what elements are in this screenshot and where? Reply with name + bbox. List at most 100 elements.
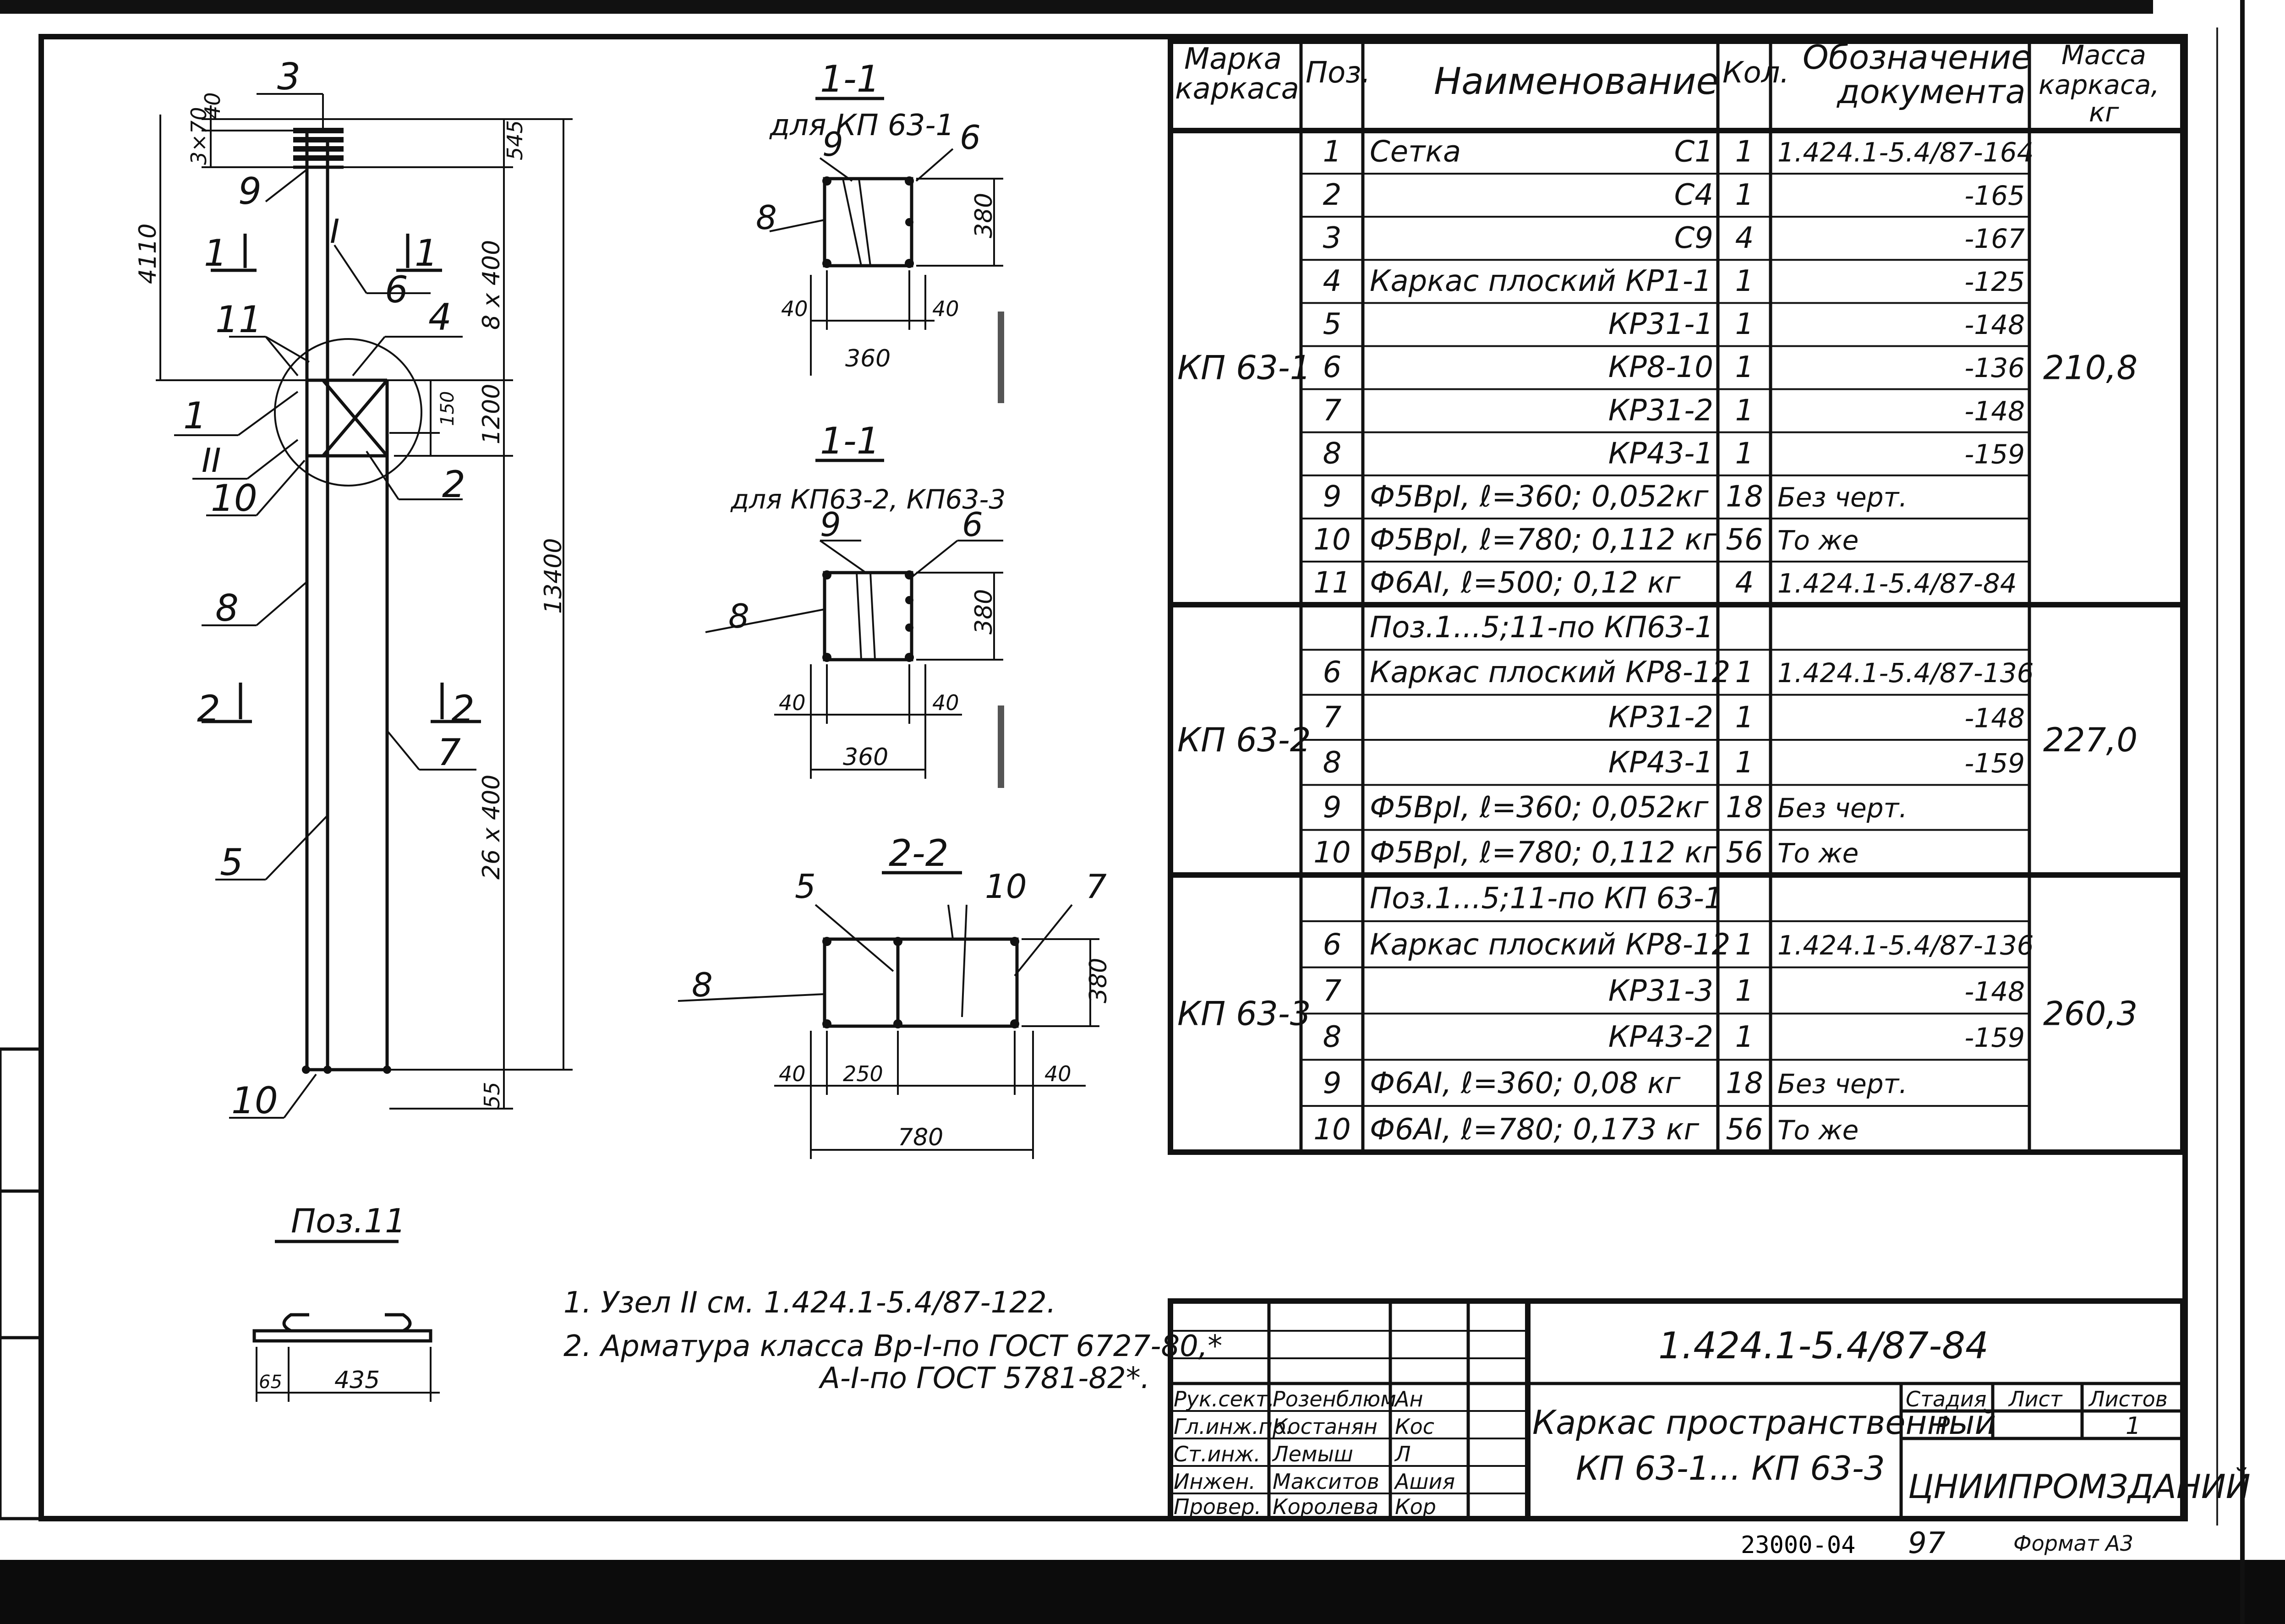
org-name: ЦНИИПРОМЗДАНИЙ: [1908, 1467, 2251, 1506]
sec2-right-label: 2: [451, 688, 475, 730]
spec-row-qty: 1: [1735, 1020, 1754, 1054]
hdr-mass-1: Масса: [2061, 39, 2146, 71]
spec-row-qty: 18: [1726, 791, 1763, 825]
spec-row-mark: КР31-3: [1608, 974, 1713, 1008]
spec-row-pos: 7: [1323, 700, 1342, 734]
dim-40: 40: [200, 92, 225, 119]
dim-13400: 13400: [540, 538, 567, 614]
spec-row-qty: 1: [1735, 437, 1754, 470]
staff-role: Ст.инж.: [1174, 1442, 1261, 1466]
spec-group-mass: 210,8: [2043, 349, 2137, 387]
spec-row-doc: То же: [1777, 525, 1859, 556]
spec-row-qty: 1: [1735, 746, 1754, 780]
pos4-label: 4: [428, 296, 452, 339]
elevation-view: 3 9 I 1 1 6 4 11 1 II 2 10 8 2 2 7 5 10 …: [134, 55, 573, 1122]
section-a-dim-w: 360: [845, 345, 891, 372]
section-b-dim-w: 360: [843, 744, 888, 771]
spec-row-doc: Без черт.: [1777, 793, 1908, 824]
spec-row-name: Ф5ВрI, ℓ=780; 0,112 кг: [1370, 523, 1718, 557]
pos8-label: 8: [215, 587, 239, 629]
spec-row-doc: -136: [1964, 352, 2025, 383]
spec-row-qty: 18: [1726, 1066, 1763, 1100]
spec-row-name: Каркас плоский КР1-1: [1370, 264, 1712, 298]
node-I-label: I: [330, 212, 339, 251]
title-line-2: КП 63-1... КП 63-3: [1576, 1449, 1885, 1487]
section-c-title: 2-2: [889, 832, 949, 875]
pos1-label: 1: [183, 394, 207, 437]
staff-signature: Кос: [1395, 1414, 1434, 1439]
pos2-label: 2: [442, 463, 465, 506]
spec-row-doc: -159: [1964, 438, 2025, 470]
inventory-number: 23000-04: [1741, 1531, 1855, 1559]
spec-table: Марка каркаса Поз. Наименование Кол. Обо…: [1168, 38, 2186, 1155]
dim-545: 545: [503, 120, 527, 160]
hdr-mass-3: кг: [2089, 97, 2119, 128]
pos10-top-label: 10: [211, 477, 257, 519]
staff-signature: Ан: [1394, 1387, 1423, 1411]
spec-row-qty: 4: [1735, 566, 1754, 600]
spec-row-mark: КР31-2: [1608, 700, 1713, 734]
dim-8x400: 8 x 400: [478, 240, 505, 330]
spec-row-mark: КР31-2: [1608, 394, 1713, 427]
pos11-dim-a: 65: [259, 1372, 282, 1393]
top-meshes: [293, 128, 344, 169]
section-a-label-6: 6: [960, 118, 981, 157]
section-b-label-9: 9: [820, 505, 841, 544]
hdr-doc-2: документа: [1836, 72, 2026, 111]
sec2-left-label: 2: [197, 688, 220, 730]
pos11-label: 11: [215, 298, 262, 341]
spec-row-pos: 9: [1323, 791, 1342, 825]
spec-row-qty: 1: [1735, 307, 1754, 341]
spec-row-mark: С4: [1674, 178, 1713, 212]
spec-row-pos: 7: [1323, 394, 1342, 427]
spec-row-pos: 8: [1323, 437, 1342, 470]
section-b-dim-l40: 40: [779, 690, 806, 715]
section-b-dim-r40: 40: [932, 690, 959, 715]
dim-150: 150: [437, 391, 458, 426]
section-a-subtitle: для КП 63-1: [769, 109, 954, 142]
doc-code: 1.424.1-5.4/87-84: [1658, 1324, 1989, 1367]
spec-row-doc: Без черт.: [1777, 481, 1908, 513]
note-1: 1. Узел II см. 1.424.1-5.4/87-122.: [563, 1286, 1056, 1320]
spec-row-qty: 1: [1735, 928, 1754, 962]
spec-group-marka: КП 63-3: [1177, 995, 1311, 1033]
section-c-label-8: 8: [692, 966, 713, 1004]
pos11-dim-b: 435: [334, 1367, 380, 1394]
scan-bottom-band: [0, 1560, 2285, 1624]
spec-row-doc: 1.424.1-5.4/87-136: [1777, 657, 2034, 689]
sheets-value: 1: [2126, 1412, 2141, 1440]
staff-name: Королева: [1273, 1494, 1378, 1519]
section-a-title: 1-1: [820, 58, 880, 100]
scan-top-band: [0, 0, 2153, 14]
spec-row-pos: 9: [1323, 480, 1342, 514]
spec-row-doc: -159: [1964, 748, 2025, 779]
spec-row-pos: 8: [1323, 1020, 1342, 1054]
spec-row-pos: 3: [1323, 221, 1342, 255]
spec-row-pos: 1: [1323, 135, 1342, 169]
spec-row-qty: 1: [1735, 656, 1754, 689]
pos5-label: 5: [220, 841, 243, 884]
spec-row-pos: 6: [1323, 350, 1342, 384]
staff-signature: Ашия: [1394, 1469, 1455, 1494]
spec-group-mass: 260,3: [2043, 995, 2137, 1033]
spec-row-pos: 11: [1313, 566, 1350, 600]
section-c-label-7: 7: [1086, 867, 1107, 906]
dim-55: 55: [480, 1082, 504, 1109]
sec1-right-label: 1: [415, 232, 438, 274]
staff-role: Провер.: [1174, 1494, 1261, 1519]
posII-label: II: [202, 441, 221, 480]
spec-row-qty: 56: [1726, 523, 1763, 557]
dim-26x400: 26 x 400: [478, 775, 505, 880]
spec-row-pos: 6: [1323, 656, 1342, 689]
spec-row-qty: 1: [1735, 264, 1754, 298]
spec-row-name: Ф5ВрI, ℓ=360; 0,052кг: [1370, 791, 1709, 825]
pos11-title: Поз.11: [291, 1202, 406, 1240]
spec-row-name: Ф5ВрI, ℓ=360; 0,052кг: [1370, 480, 1709, 514]
page-number: 97: [1908, 1526, 1946, 1560]
sheets-header: Листов: [2088, 1387, 2168, 1411]
pos9-label: 9: [238, 170, 262, 213]
spec-row-name: Сетка: [1370, 135, 1461, 169]
